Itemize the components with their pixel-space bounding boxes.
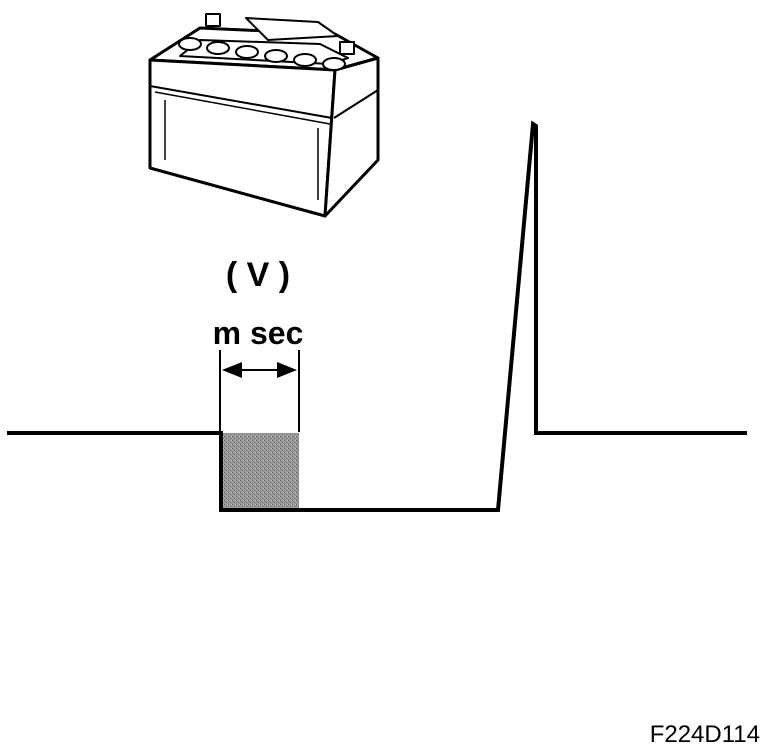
voltage-unit-label: ( V ) <box>226 256 290 294</box>
voltage-waveform <box>7 120 747 512</box>
figure-code: F224D114 <box>650 721 760 748</box>
pulse-shaded-region <box>221 433 299 510</box>
time-unit-label: m sec <box>213 315 304 351</box>
pulse-width-dimension <box>219 350 300 432</box>
car-battery-icon <box>148 13 380 218</box>
